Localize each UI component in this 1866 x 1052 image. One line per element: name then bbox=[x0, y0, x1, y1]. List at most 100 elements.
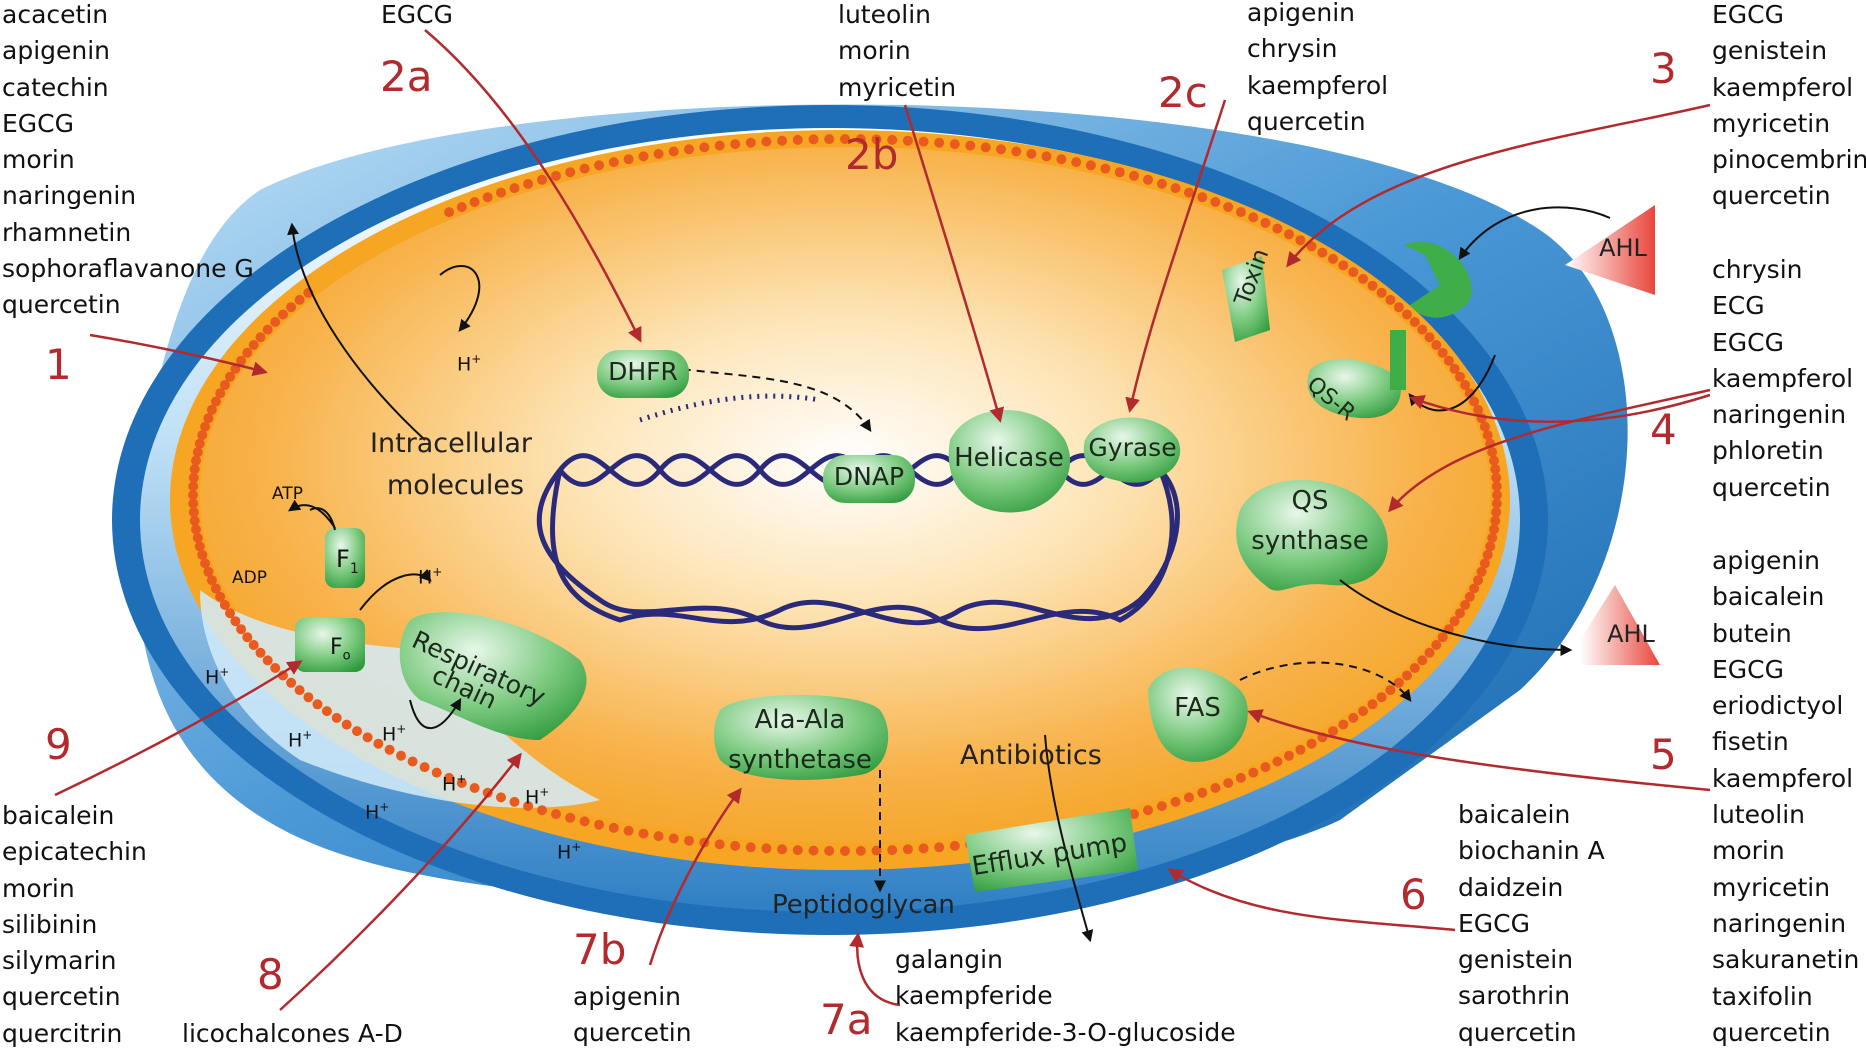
membrane-bead bbox=[188, 490, 198, 500]
membrane-bead bbox=[1348, 712, 1359, 723]
membrane-bead bbox=[887, 134, 898, 145]
hplus-label: H+ bbox=[457, 352, 482, 376]
compound-item: baicalein bbox=[1712, 582, 1825, 612]
membrane-bead bbox=[1469, 396, 1480, 407]
adp-label: ADP bbox=[232, 568, 267, 588]
membrane-bead bbox=[194, 541, 205, 552]
compound-item: myricetin bbox=[838, 72, 957, 102]
compound-item: silibinin bbox=[2, 909, 98, 939]
membrane-bead bbox=[1338, 719, 1349, 730]
compound-item: quercetin bbox=[1712, 472, 1831, 502]
membrane-bead bbox=[824, 845, 835, 856]
label-5: 5 bbox=[1650, 730, 1677, 779]
compound-item: baicalein bbox=[1458, 800, 1571, 829]
membrane-bead bbox=[242, 347, 253, 358]
compound-item: fisetin bbox=[1712, 727, 1789, 757]
membrane-bead bbox=[1295, 744, 1306, 755]
membrane-bead bbox=[1431, 640, 1442, 650]
membrane-bead bbox=[1114, 167, 1125, 178]
membrane-bead bbox=[206, 575, 217, 586]
membrane-bead bbox=[808, 134, 819, 145]
ahl-release-arrow bbox=[1339, 579, 1573, 656]
membrane-bead bbox=[1358, 706, 1369, 717]
fo-subunit bbox=[295, 618, 365, 672]
membrane-bead bbox=[949, 139, 960, 150]
membrane-bead bbox=[509, 183, 520, 194]
ala-ala-label-line1: Ala-Ala bbox=[754, 705, 846, 735]
compound-item: EGCG bbox=[2, 108, 74, 138]
membrane-bead bbox=[714, 140, 725, 151]
compound-item: catechin bbox=[2, 72, 109, 102]
membrane-bead bbox=[1376, 287, 1387, 298]
membrane-bead bbox=[668, 833, 679, 844]
membrane-bead bbox=[1489, 455, 1499, 466]
membrane-bead bbox=[219, 380, 230, 390]
label-4: 4 bbox=[1650, 405, 1677, 454]
membrane-bead bbox=[565, 812, 576, 823]
compound-item: epicatechin bbox=[2, 837, 147, 867]
membrane-bead bbox=[192, 532, 203, 543]
membrane-bead bbox=[294, 685, 305, 696]
toxin-protein bbox=[1222, 256, 1270, 342]
membrane-bead bbox=[419, 762, 430, 773]
compound-item: luteolin bbox=[1712, 800, 1806, 830]
membrane-bead bbox=[653, 148, 664, 159]
f1-label: F1 bbox=[336, 545, 359, 577]
membrane-bead bbox=[1272, 223, 1283, 234]
membrane-bead bbox=[294, 294, 305, 305]
membrane-bead bbox=[192, 447, 203, 458]
membrane-bead bbox=[444, 207, 455, 218]
membrane-bead bbox=[523, 801, 534, 812]
membrane-bead bbox=[236, 624, 247, 635]
membrane-bead bbox=[1424, 647, 1435, 658]
membrane-bead bbox=[1248, 767, 1259, 778]
antibiotics-arrow bbox=[1044, 734, 1094, 943]
compound-item: kaempferol bbox=[1247, 70, 1389, 100]
membrane-bead bbox=[1358, 273, 1369, 284]
membrane-bead bbox=[608, 157, 619, 168]
compound-item: genistein bbox=[1712, 36, 1828, 66]
membrane-bead bbox=[189, 515, 200, 526]
list-8: licochalcones A-D bbox=[182, 1016, 403, 1052]
membrane-bead bbox=[230, 616, 241, 627]
membrane-bead bbox=[638, 151, 649, 162]
compound-item: kaempferol bbox=[1712, 363, 1854, 393]
membrane-bead bbox=[840, 846, 850, 856]
fo-label: Fo bbox=[330, 635, 351, 664]
membrane-bead bbox=[1464, 591, 1475, 602]
membrane-bead bbox=[1473, 404, 1484, 415]
membrane-bead bbox=[206, 404, 217, 415]
compound-item: apigenin bbox=[2, 36, 111, 66]
compound-item: kaempferol bbox=[1712, 763, 1854, 793]
membrane-bead bbox=[1235, 207, 1246, 218]
membrane-bead bbox=[286, 677, 297, 688]
membrane-bead bbox=[777, 135, 788, 146]
membrane-bead bbox=[270, 317, 281, 327]
compound-item: EGCG bbox=[1712, 327, 1784, 357]
label-6: 6 bbox=[1400, 870, 1427, 919]
membrane-bead bbox=[902, 135, 913, 146]
membrane-bead bbox=[623, 825, 634, 836]
compound-item: quercetin bbox=[1247, 106, 1366, 136]
compound-item: biochanin A bbox=[1458, 836, 1605, 866]
hplus-label: H+ bbox=[288, 728, 313, 752]
membrane-bead bbox=[1170, 796, 1181, 807]
membrane-bead bbox=[191, 524, 201, 535]
membrane-bead bbox=[188, 498, 199, 509]
membrane-bead bbox=[496, 792, 506, 803]
membrane-bead bbox=[1223, 202, 1234, 212]
membrane-bead bbox=[384, 744, 395, 755]
membrane-bead bbox=[203, 566, 214, 577]
membrane-bead bbox=[840, 134, 850, 144]
membrane-bead bbox=[808, 845, 819, 856]
membrane-bead bbox=[312, 699, 323, 710]
membrane-bead bbox=[1367, 280, 1378, 291]
membrane-bead bbox=[1417, 324, 1428, 335]
compound-item: sophoraflavanone G bbox=[2, 254, 254, 284]
membrane-bead bbox=[321, 706, 332, 717]
dhfr-label: DHFR bbox=[608, 357, 678, 386]
membrane-bead bbox=[1317, 247, 1328, 258]
membrane-bead bbox=[1417, 655, 1428, 666]
